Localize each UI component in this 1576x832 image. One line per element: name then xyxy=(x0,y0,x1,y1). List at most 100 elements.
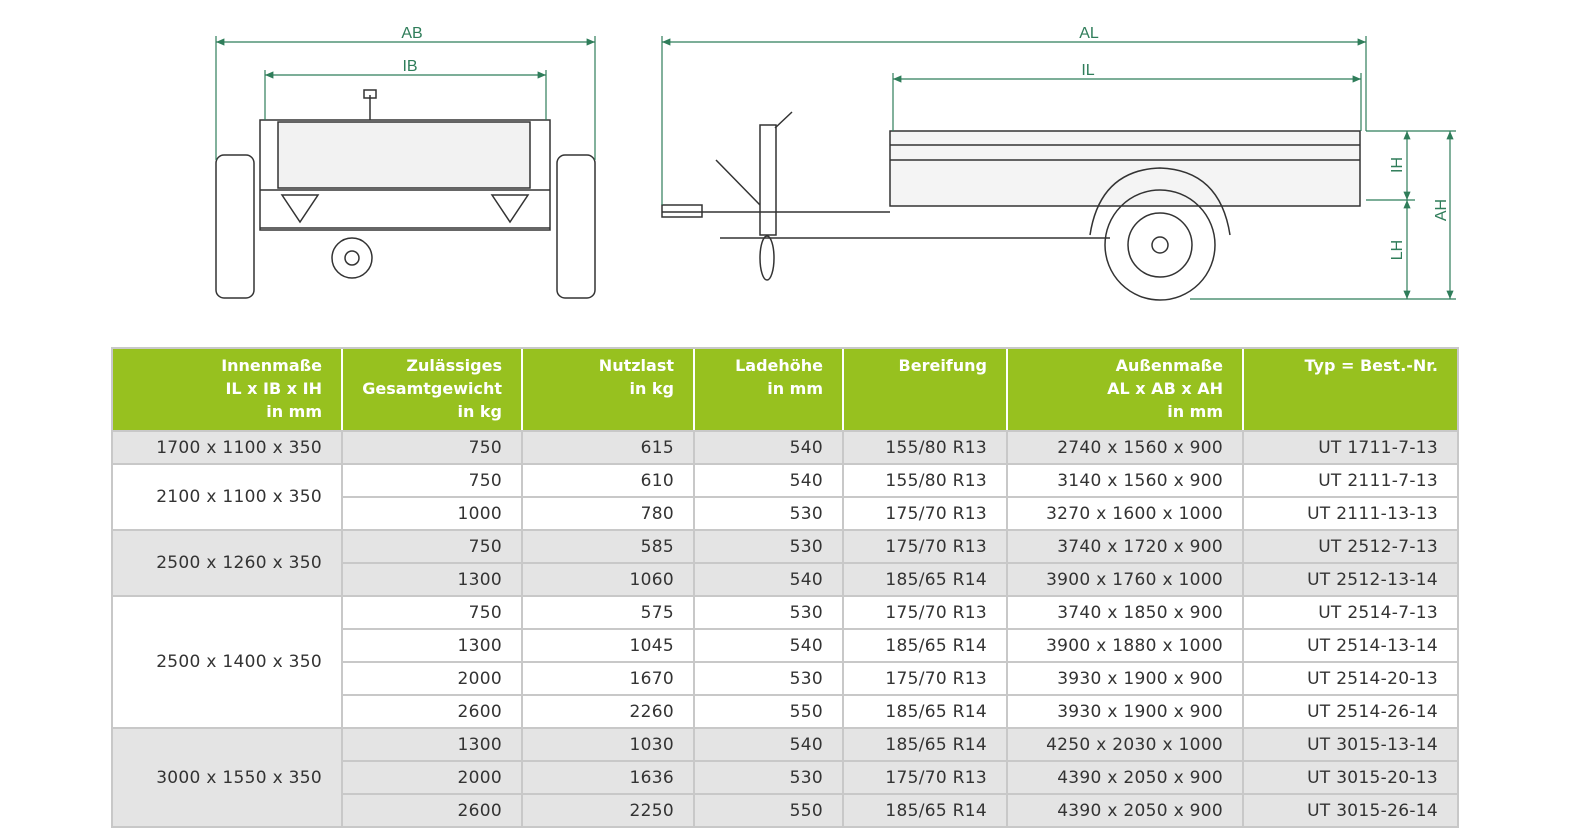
cell-gross-weight: 2000 xyxy=(341,760,523,795)
cell-payload: 1060 xyxy=(521,562,695,597)
cell-payload: 1045 xyxy=(521,628,695,663)
cell-tyres: 175/70 R13 xyxy=(842,496,1008,531)
dim-label-il: IL xyxy=(1081,62,1094,79)
cell-type-number: UT 1711-7-13 xyxy=(1242,430,1459,465)
column-header-line: Außenmaße xyxy=(1115,356,1223,375)
cell-type-number: UT 2111-7-13 xyxy=(1242,463,1459,498)
cell-outer-dimensions: 3900 x 1880 x 1000 xyxy=(1006,628,1244,663)
cell-type-number: UT 3015-26-14 xyxy=(1242,793,1459,828)
cell-outer-dimensions: 3740 x 1720 x 900 xyxy=(1006,529,1244,564)
cell-loading-height: 540 xyxy=(693,727,844,762)
column-header-line: in mm xyxy=(1167,402,1223,421)
cell-outer-dimensions: 3270 x 1600 x 1000 xyxy=(1006,496,1244,531)
cell-gross-weight: 750 xyxy=(341,463,523,498)
cell-payload: 610 xyxy=(521,463,695,498)
column-header-line: Zulässiges xyxy=(406,356,502,375)
cell-tyres: 175/70 R13 xyxy=(842,595,1008,630)
cell-outer-dimensions: 2740 x 1560 x 900 xyxy=(1006,430,1244,465)
cell-payload: 575 xyxy=(521,595,695,630)
cell-gross-weight: 1000 xyxy=(341,496,523,531)
column-header-line: AL x AB x AH xyxy=(1107,379,1223,398)
dim-label-al: AL xyxy=(1079,25,1099,42)
cell-loading-height: 530 xyxy=(693,529,844,564)
cell-loading-height: 540 xyxy=(693,628,844,663)
cell-type-number: UT 3015-13-14 xyxy=(1242,727,1459,762)
column-header-line: in kg xyxy=(457,402,502,421)
cell-payload: 780 xyxy=(521,496,695,531)
cell-payload: 2260 xyxy=(521,694,695,729)
cell-inner-dimensions: 2500 x 1260 x 350 xyxy=(111,529,343,597)
column-header-payload: Nutzlast in kg xyxy=(521,347,694,432)
cell-payload: 585 xyxy=(521,529,695,564)
cell-loading-height: 530 xyxy=(693,496,844,531)
column-header-line: Gesamtgewicht xyxy=(362,379,502,398)
cell-type-number: UT 3015-20-13 xyxy=(1242,760,1459,795)
column-header-outer-dimensions: Außenmaße AL x AB x AH in mm xyxy=(1006,347,1243,432)
cell-payload: 2250 xyxy=(521,793,695,828)
cell-type-number: UT 2512-13-14 xyxy=(1242,562,1459,597)
cell-outer-dimensions: 3930 x 1900 x 900 xyxy=(1006,661,1244,696)
cell-tyres: 175/70 R13 xyxy=(842,760,1008,795)
cell-inner-dimensions: 2500 x 1400 x 350 xyxy=(111,595,343,729)
cell-type-number: UT 2514-13-14 xyxy=(1242,628,1459,663)
front-view xyxy=(215,89,596,299)
cell-outer-dimensions: 3740 x 1850 x 900 xyxy=(1006,595,1244,630)
column-header-line: in kg xyxy=(629,379,674,398)
cell-tyres: 175/70 R13 xyxy=(842,529,1008,564)
cell-tyres: 155/80 R13 xyxy=(842,463,1008,498)
cell-outer-dimensions: 3930 x 1900 x 900 xyxy=(1006,694,1244,729)
column-header-line: Nutzlast xyxy=(598,356,674,375)
column-header-line: Innenmaße xyxy=(221,356,322,375)
cell-loading-height: 530 xyxy=(693,595,844,630)
cell-payload: 1030 xyxy=(521,727,695,762)
cell-gross-weight: 750 xyxy=(341,430,523,465)
cell-outer-dimensions: 4390 x 2050 x 900 xyxy=(1006,760,1244,795)
trailer-technical-drawing: AB IB AL IL IH LH AH xyxy=(215,25,1456,301)
cell-outer-dimensions: 3900 x 1760 x 1000 xyxy=(1006,562,1244,597)
cell-payload: 1636 xyxy=(521,760,695,795)
cell-gross-weight: 2000 xyxy=(341,661,523,696)
cell-inner-dimensions: 3000 x 1550 x 350 xyxy=(111,727,343,828)
cell-payload: 615 xyxy=(521,430,695,465)
cell-type-number: UT 2111-13-13 xyxy=(1242,496,1459,531)
cell-loading-height: 530 xyxy=(693,661,844,696)
cell-type-number: UT 2514-20-13 xyxy=(1242,661,1459,696)
cell-tyres: 185/65 R14 xyxy=(842,793,1008,828)
cell-gross-weight: 750 xyxy=(341,595,523,630)
side-view xyxy=(661,111,1361,301)
cell-tyres: 175/70 R13 xyxy=(842,661,1008,696)
cell-tyres: 185/65 R14 xyxy=(842,562,1008,597)
cell-loading-height: 550 xyxy=(693,793,844,828)
cell-inner-dimensions: 1700 x 1100 x 350 xyxy=(111,430,343,465)
dim-label-ih: IH xyxy=(1389,157,1406,173)
cell-loading-height: 550 xyxy=(693,694,844,729)
cell-gross-weight: 1300 xyxy=(341,628,523,663)
cell-tyres: 185/65 R14 xyxy=(842,694,1008,729)
cell-tyres: 185/65 R14 xyxy=(842,628,1008,663)
cell-payload: 1670 xyxy=(521,661,695,696)
cell-tyres: 185/65 R14 xyxy=(842,727,1008,762)
column-header-tyres: Bereifung xyxy=(842,347,1007,432)
dim-label-ib: IB xyxy=(402,58,417,75)
column-header-line: Bereifung xyxy=(898,356,987,375)
column-header-line: Ladehöhe xyxy=(735,356,823,375)
dim-label-ah: AH xyxy=(1433,199,1450,221)
cell-outer-dimensions: 4390 x 2050 x 900 xyxy=(1006,793,1244,828)
cell-gross-weight: 750 xyxy=(341,529,523,564)
cell-outer-dimensions: 4250 x 2030 x 1000 xyxy=(1006,727,1244,762)
cell-gross-weight: 2600 xyxy=(341,694,523,729)
cell-inner-dimensions: 2100 x 1100 x 350 xyxy=(111,463,343,531)
